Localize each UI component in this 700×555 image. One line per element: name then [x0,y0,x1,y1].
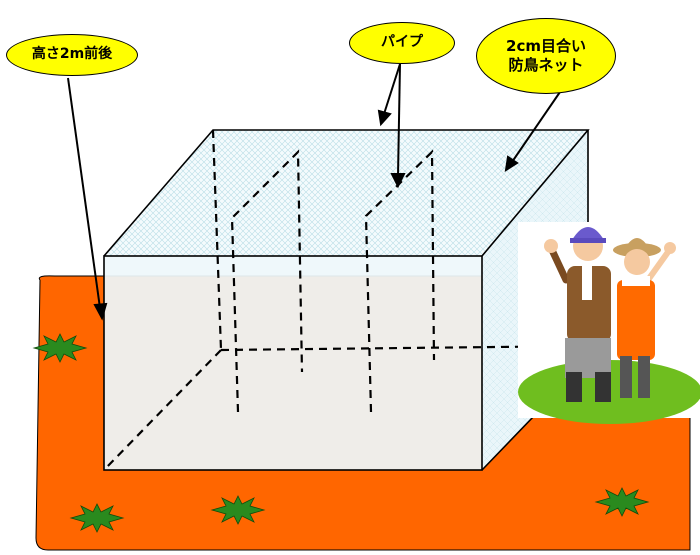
net-callout-line1: 2cm目合い [506,37,586,56]
grass-tuft-icon [594,487,650,517]
net-front-face [104,256,482,470]
farmer-man [544,227,611,402]
net-callout-line2: 防鳥ネット [508,56,584,74]
height-callout-text: 高さ2m前後 [31,46,113,63]
farmer-woman [613,238,676,398]
grass-tuft-icon [69,503,125,533]
grass-tuft-icon [210,495,266,525]
pipe-callout: パイプ [349,22,455,64]
leader-arrows [67,63,561,321]
net-callout: 2cm目合い 防鳥ネット [476,18,616,94]
pipe-callout-text: パイプ [381,34,423,51]
pipe-left [230,149,304,413]
farmer-couple-illustration [518,222,700,424]
net-top-face [104,130,588,256]
hidden-edges [103,129,589,471]
height-callout: 高さ2m前後 [6,34,138,76]
grass-tuft-icon [32,333,88,363]
